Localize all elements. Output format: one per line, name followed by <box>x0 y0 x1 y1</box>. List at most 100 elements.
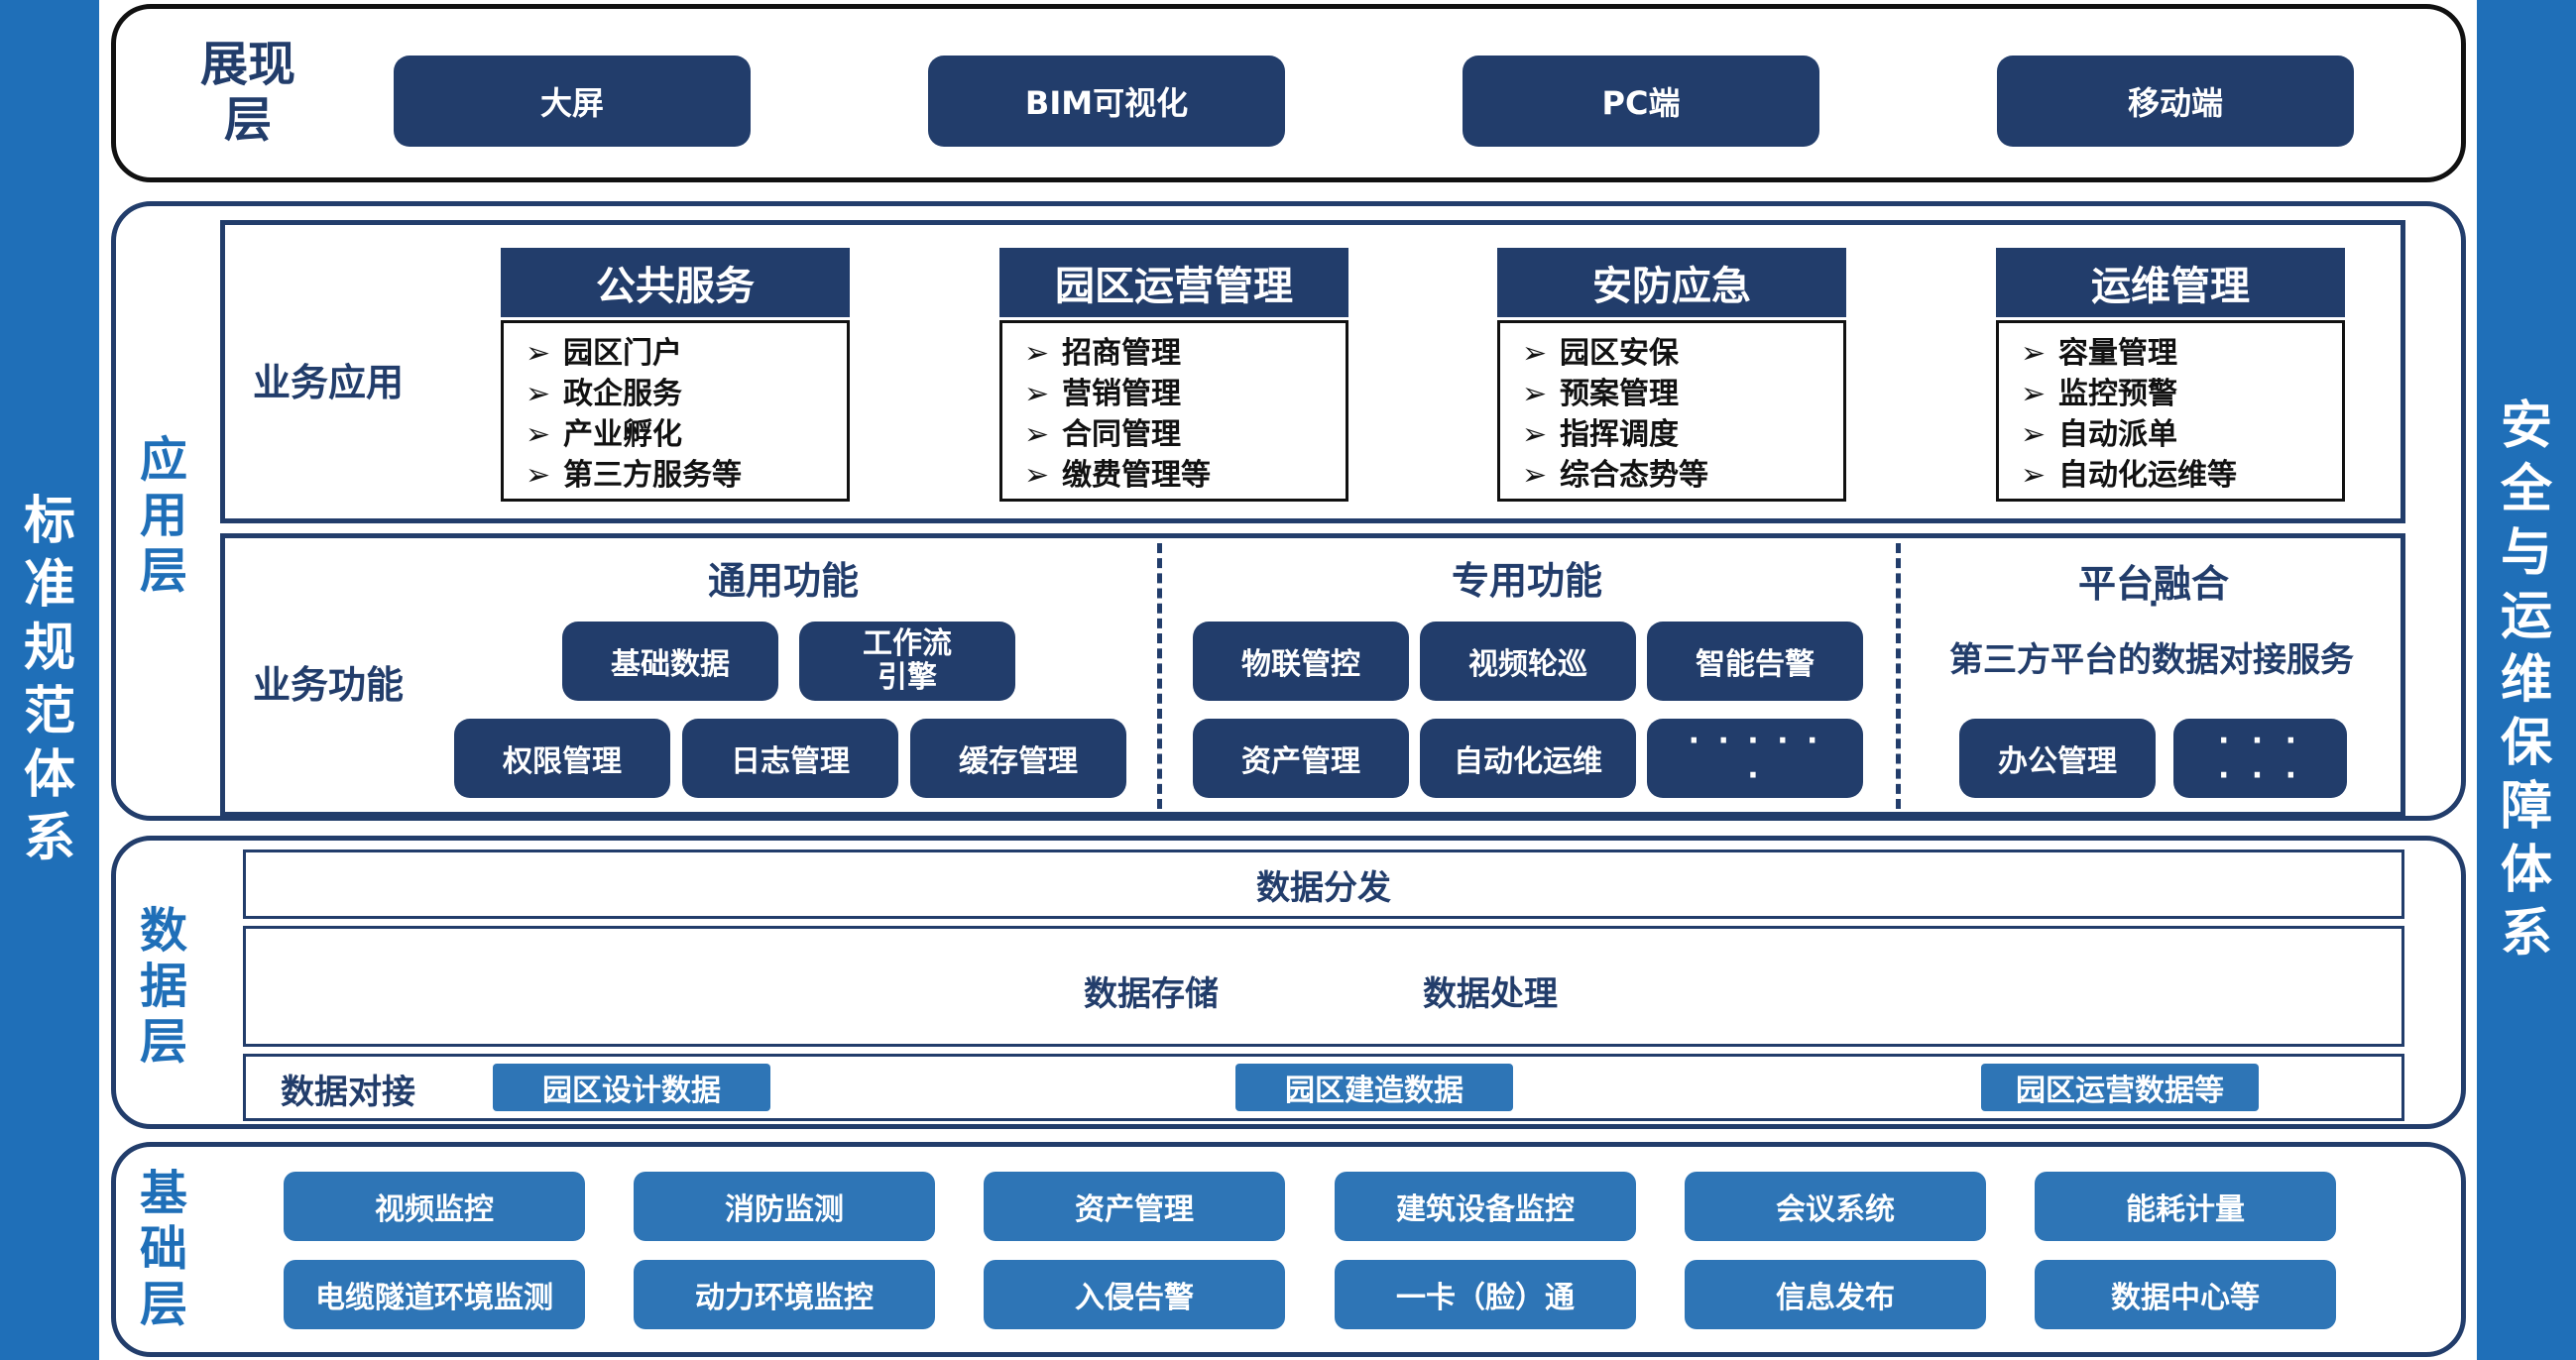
construction-data-tag[interactable]: 园区建造数据 <box>1235 1064 1513 1111</box>
public-service-card-body: ➢ 园区门户➢政企服务➢ 产业孵化➢第三方服务等 <box>501 320 850 502</box>
func-office-button[interactable]: 办公管理 <box>1959 719 2156 798</box>
ops-management-card-title: 运维管理 <box>1996 248 2345 317</box>
platform-subtitle: 第三方平台的数据对接服务 <box>1949 640 2354 680</box>
func-platform-more-button[interactable]: · · · · · · <box>2173 719 2347 798</box>
card-list-item-label: 园区门户 <box>563 336 682 371</box>
card-list-item-label: 产业孵化 <box>563 417 682 452</box>
pc-button[interactable]: PC端 <box>1463 56 1819 147</box>
security-emergency-card-body: ➢园区安保➢预案管理➢指挥调度➢综合态势等 <box>1497 320 1846 502</box>
card-list-item[interactable]: ➢容量管理 <box>2021 333 2342 374</box>
right-side-char: 保 <box>2500 714 2552 773</box>
right-side-char: 全 <box>2500 460 2552 519</box>
data-integration-label: 数据对接 <box>281 1073 415 1112</box>
right-side-char: 运 <box>2500 587 2552 646</box>
arrow-bullet-icon: ➢ <box>1522 336 1548 371</box>
card-list-item[interactable]: ➢预案管理 <box>1522 374 1843 414</box>
card-list-item-label: 营销管理 <box>1062 377 1181 411</box>
func-cache-button[interactable]: 缓存管理 <box>910 719 1126 798</box>
base-system-button[interactable]: 资产管理 <box>984 1172 1285 1241</box>
data-storage-text: 数据存储 <box>1084 974 1219 1014</box>
application-layer-label: 应用层 <box>139 432 187 599</box>
ops-management-card-body: ➢容量管理➢监控预警➢自动派单➢自动化运维等 <box>1996 320 2345 502</box>
arrow-bullet-icon: ➢ <box>526 417 551 452</box>
card-list-item-label: 政企服务 <box>563 377 682 411</box>
card-list-item[interactable]: ➢ 自动化运维等 <box>2021 455 2342 496</box>
card-list-item[interactable]: ➢指挥调度 <box>1522 414 1843 455</box>
platform-integration-title: 平台融合 <box>2077 562 2229 606</box>
card-list-item-label: 招商管理 <box>1062 336 1181 371</box>
bim-visualization-button[interactable]: BIM可视化 <box>928 56 1285 147</box>
func-basic-data-button[interactable]: 基础数据 <box>562 622 778 701</box>
operation-data-tag[interactable]: 园区运营数据等 <box>1981 1064 2259 1111</box>
security-emergency-card-title: 安防应急 <box>1497 248 1846 317</box>
card-list-item[interactable]: ➢缴费管理等 <box>1024 455 1346 496</box>
arrow-bullet-icon: ➢ <box>2021 458 2047 493</box>
base-system-button[interactable]: 会议系统 <box>1685 1172 1986 1241</box>
arrow-bullet-icon: ➢ <box>526 336 551 371</box>
left-side-char: 规 <box>23 619 75 678</box>
func-asset-button[interactable]: 资产管理 <box>1193 719 1409 798</box>
func-video-patrol-button[interactable]: 视频轮巡 <box>1420 622 1636 701</box>
data-distribution-text: 数据分发 <box>1256 867 1391 908</box>
card-list-item[interactable]: ➢ 监控预警 <box>2021 374 2342 414</box>
right-side-bar: 安全与运维保障体系 <box>2477 0 2576 1360</box>
arrow-bullet-icon: ➢ <box>2021 336 2047 371</box>
card-list-item-label: 监控预警 <box>2058 377 2177 411</box>
data-layer-label: 数据层 <box>139 903 187 1070</box>
func-more-button[interactable]: · · · · · · <box>1647 719 1863 798</box>
card-list-item[interactable]: ➢自动派单 <box>2021 414 2342 455</box>
base-system-button[interactable]: 信息发布 <box>1685 1260 1986 1329</box>
left-side-char: 系 <box>23 809 75 868</box>
base-system-button[interactable]: 动力环境监控 <box>634 1260 935 1329</box>
card-list-item[interactable]: ➢合同管理 <box>1024 414 1346 455</box>
park-operation-card-body: ➢招商管理➢营销管理➢合同管理➢缴费管理等 <box>999 320 1348 502</box>
card-list-item-label: 缴费管理等 <box>1062 458 1211 493</box>
left-side-char: 体 <box>23 745 75 805</box>
card-list-item-label: 预案管理 <box>1560 377 1679 411</box>
park-operation-card-title: 园区运营管理 <box>999 248 1348 317</box>
card-list-item-label: 自动化运维等 <box>2058 458 2237 493</box>
base-system-button[interactable]: 电缆隧道环境监测 <box>284 1260 585 1329</box>
card-list-item-label: 自动派单 <box>2058 417 2177 452</box>
workflow-engine-label: 工作流引擎 <box>863 626 952 695</box>
right-side-char: 与 <box>2500 523 2552 583</box>
data-distribution-row: 数据分发 <box>243 850 2404 919</box>
screen-button[interactable]: 大屏 <box>394 56 751 147</box>
base-system-button[interactable]: 建筑设备监控 <box>1335 1172 1636 1241</box>
func-log-button[interactable]: 日志管理 <box>682 719 898 798</box>
base-system-button[interactable]: 一卡（脸）通 <box>1335 1260 1636 1329</box>
base-system-button[interactable]: 能耗计量 <box>2035 1172 2336 1241</box>
base-system-button[interactable]: 消防监测 <box>634 1172 935 1241</box>
mobile-button[interactable]: 移动端 <box>1997 56 2354 147</box>
general-functions-title: 通用功能 <box>707 559 859 603</box>
right-side-char: 维 <box>2500 650 2552 710</box>
card-list-item[interactable]: ➢招商管理 <box>1024 333 1346 374</box>
design-data-tag[interactable]: 园区设计数据 <box>493 1064 770 1111</box>
arrow-bullet-icon: ➢ <box>2021 377 2047 411</box>
base-system-button[interactable]: 数据中心等 <box>2035 1260 2336 1329</box>
arrow-bullet-icon: ➢ <box>1522 417 1548 452</box>
func-smart-alarm-button[interactable]: 智能告警 <box>1647 622 1863 701</box>
presentation-layer-label: 展现层 <box>199 37 295 148</box>
card-list-item[interactable]: ➢第三方服务等 <box>526 455 847 496</box>
data-processing-text: 数据处理 <box>1423 974 1558 1014</box>
func-permission-button[interactable]: 权限管理 <box>454 719 670 798</box>
base-system-button[interactable]: 视频监控 <box>284 1172 585 1241</box>
left-side-char: 范 <box>23 682 75 741</box>
left-side-bar: 标准规范体系 <box>0 0 99 1360</box>
card-list-item[interactable]: ➢营销管理 <box>1024 374 1346 414</box>
card-list-item[interactable]: ➢政企服务 <box>526 374 847 414</box>
func-workflow-engine-button[interactable]: 工作流引擎 <box>799 622 1015 701</box>
func-iot-control-button[interactable]: 物联管控 <box>1193 622 1409 701</box>
base-system-button[interactable]: 入侵告警 <box>984 1260 1285 1329</box>
special-functions-title: 专用功能 <box>1451 559 1602 603</box>
card-list-item[interactable]: ➢ 产业孵化 <box>526 414 847 455</box>
card-list-item[interactable]: ➢ 园区安保 <box>1522 333 1843 374</box>
func-auto-ops-button[interactable]: 自动化运维 <box>1420 719 1636 798</box>
right-side-char: 系 <box>2500 904 2552 963</box>
business-func-label: 业务功能 <box>253 662 405 707</box>
card-list-item-label: 园区安保 <box>1560 336 1679 371</box>
card-list-item[interactable]: ➢综合态势等 <box>1522 455 1843 496</box>
right-side-char: 体 <box>2500 841 2552 900</box>
card-list-item[interactable]: ➢ 园区门户 <box>526 333 847 374</box>
